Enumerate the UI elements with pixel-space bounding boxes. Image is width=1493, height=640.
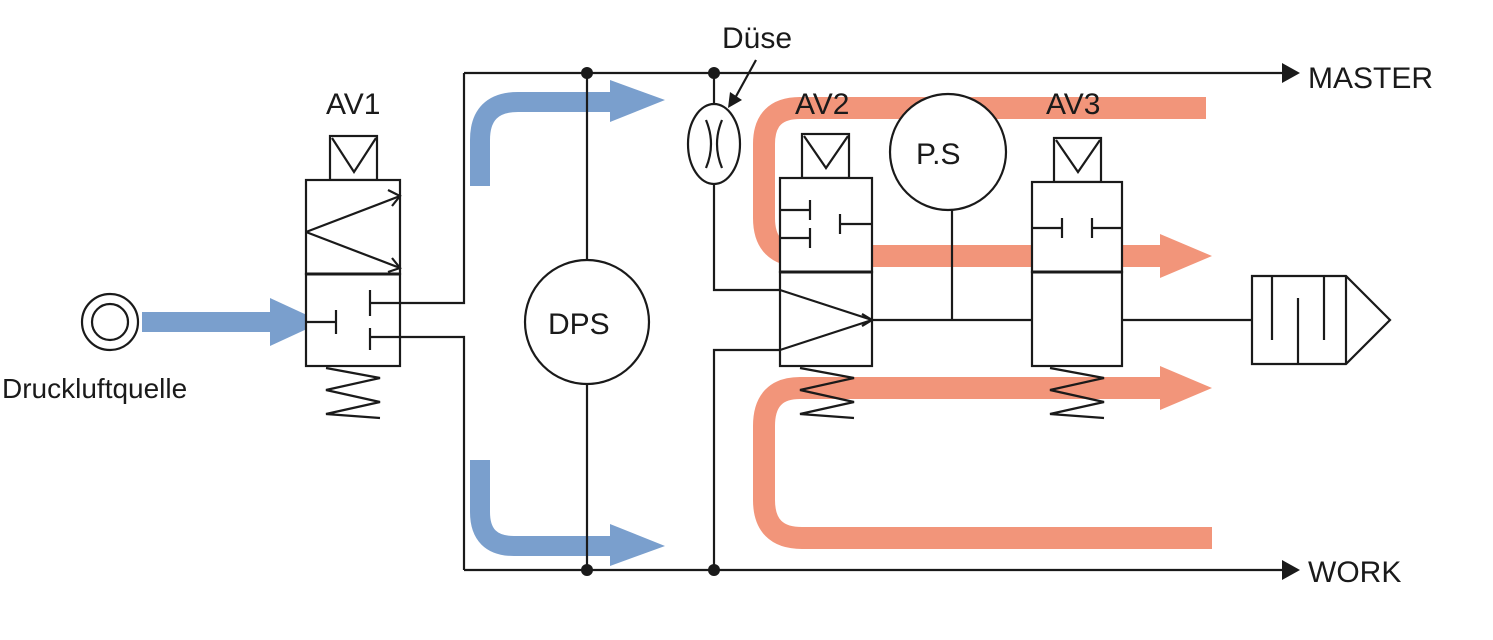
supply-flow-arrows xyxy=(142,80,665,566)
supply-flow-source-arrow xyxy=(142,298,322,346)
valve-av2 xyxy=(778,132,876,420)
label-druckluftquelle: Druckluftquelle xyxy=(2,373,187,404)
diagram-labels: Druckluftquelle AV1 DPS Düse AV2 P.S AV3… xyxy=(2,22,1433,589)
pressure-switch xyxy=(888,92,1008,212)
nozzle-symbol xyxy=(686,59,757,186)
junction-dot xyxy=(708,67,720,79)
junction-dot xyxy=(581,564,593,576)
label-work: WORK xyxy=(1308,556,1401,589)
exhaust-flow-lower-loop xyxy=(753,366,1212,549)
supply-flow-top-arrow xyxy=(470,80,665,186)
label-av3: AV3 xyxy=(1046,88,1100,121)
junction-dot xyxy=(708,564,720,576)
valve-av1 xyxy=(304,134,402,420)
label-av2: AV2 xyxy=(795,88,849,121)
label-master: MASTER xyxy=(1308,62,1433,95)
air-source-symbol xyxy=(80,292,140,352)
label-ps: P.S xyxy=(916,138,961,171)
label-av1: AV1 xyxy=(326,88,380,121)
junction-dot xyxy=(581,67,593,79)
supply-flow-bottom-arrow xyxy=(470,460,665,566)
dps-sensor xyxy=(523,258,651,386)
label-duese: Düse xyxy=(722,22,792,55)
label-dps: DPS xyxy=(548,308,610,341)
valve-av3 xyxy=(1030,136,1124,420)
silencer-symbol xyxy=(1250,274,1392,366)
